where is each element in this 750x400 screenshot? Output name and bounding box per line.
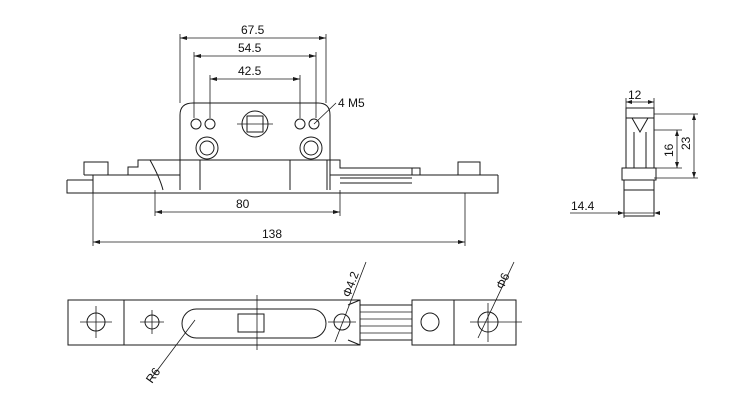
dim-138: 138 xyxy=(262,227,282,241)
front-view: 67.5 54.5 42.5 4 M5 80 138 xyxy=(66,23,499,246)
dim-67-5: 67.5 xyxy=(241,23,265,37)
dim-radius-6: R6 xyxy=(143,365,163,386)
dim-42-5: 42.5 xyxy=(238,64,262,78)
bottom-view: Φ4.2 Φ6 R6 xyxy=(67,261,522,386)
dim-hole-6: Φ6 xyxy=(493,270,513,291)
dim-23: 23 xyxy=(679,136,693,150)
dim-80: 80 xyxy=(236,197,250,211)
dim-54-5: 54.5 xyxy=(238,41,262,55)
side-view: 12 16 23 14.4 xyxy=(570,88,698,218)
dim-16: 16 xyxy=(662,143,676,157)
dim-12: 12 xyxy=(628,88,642,102)
thread-callout: 4 M5 xyxy=(338,96,365,110)
dim-hole-4-2: Φ4.2 xyxy=(340,269,362,299)
dim-14-4: 14.4 xyxy=(571,199,595,213)
